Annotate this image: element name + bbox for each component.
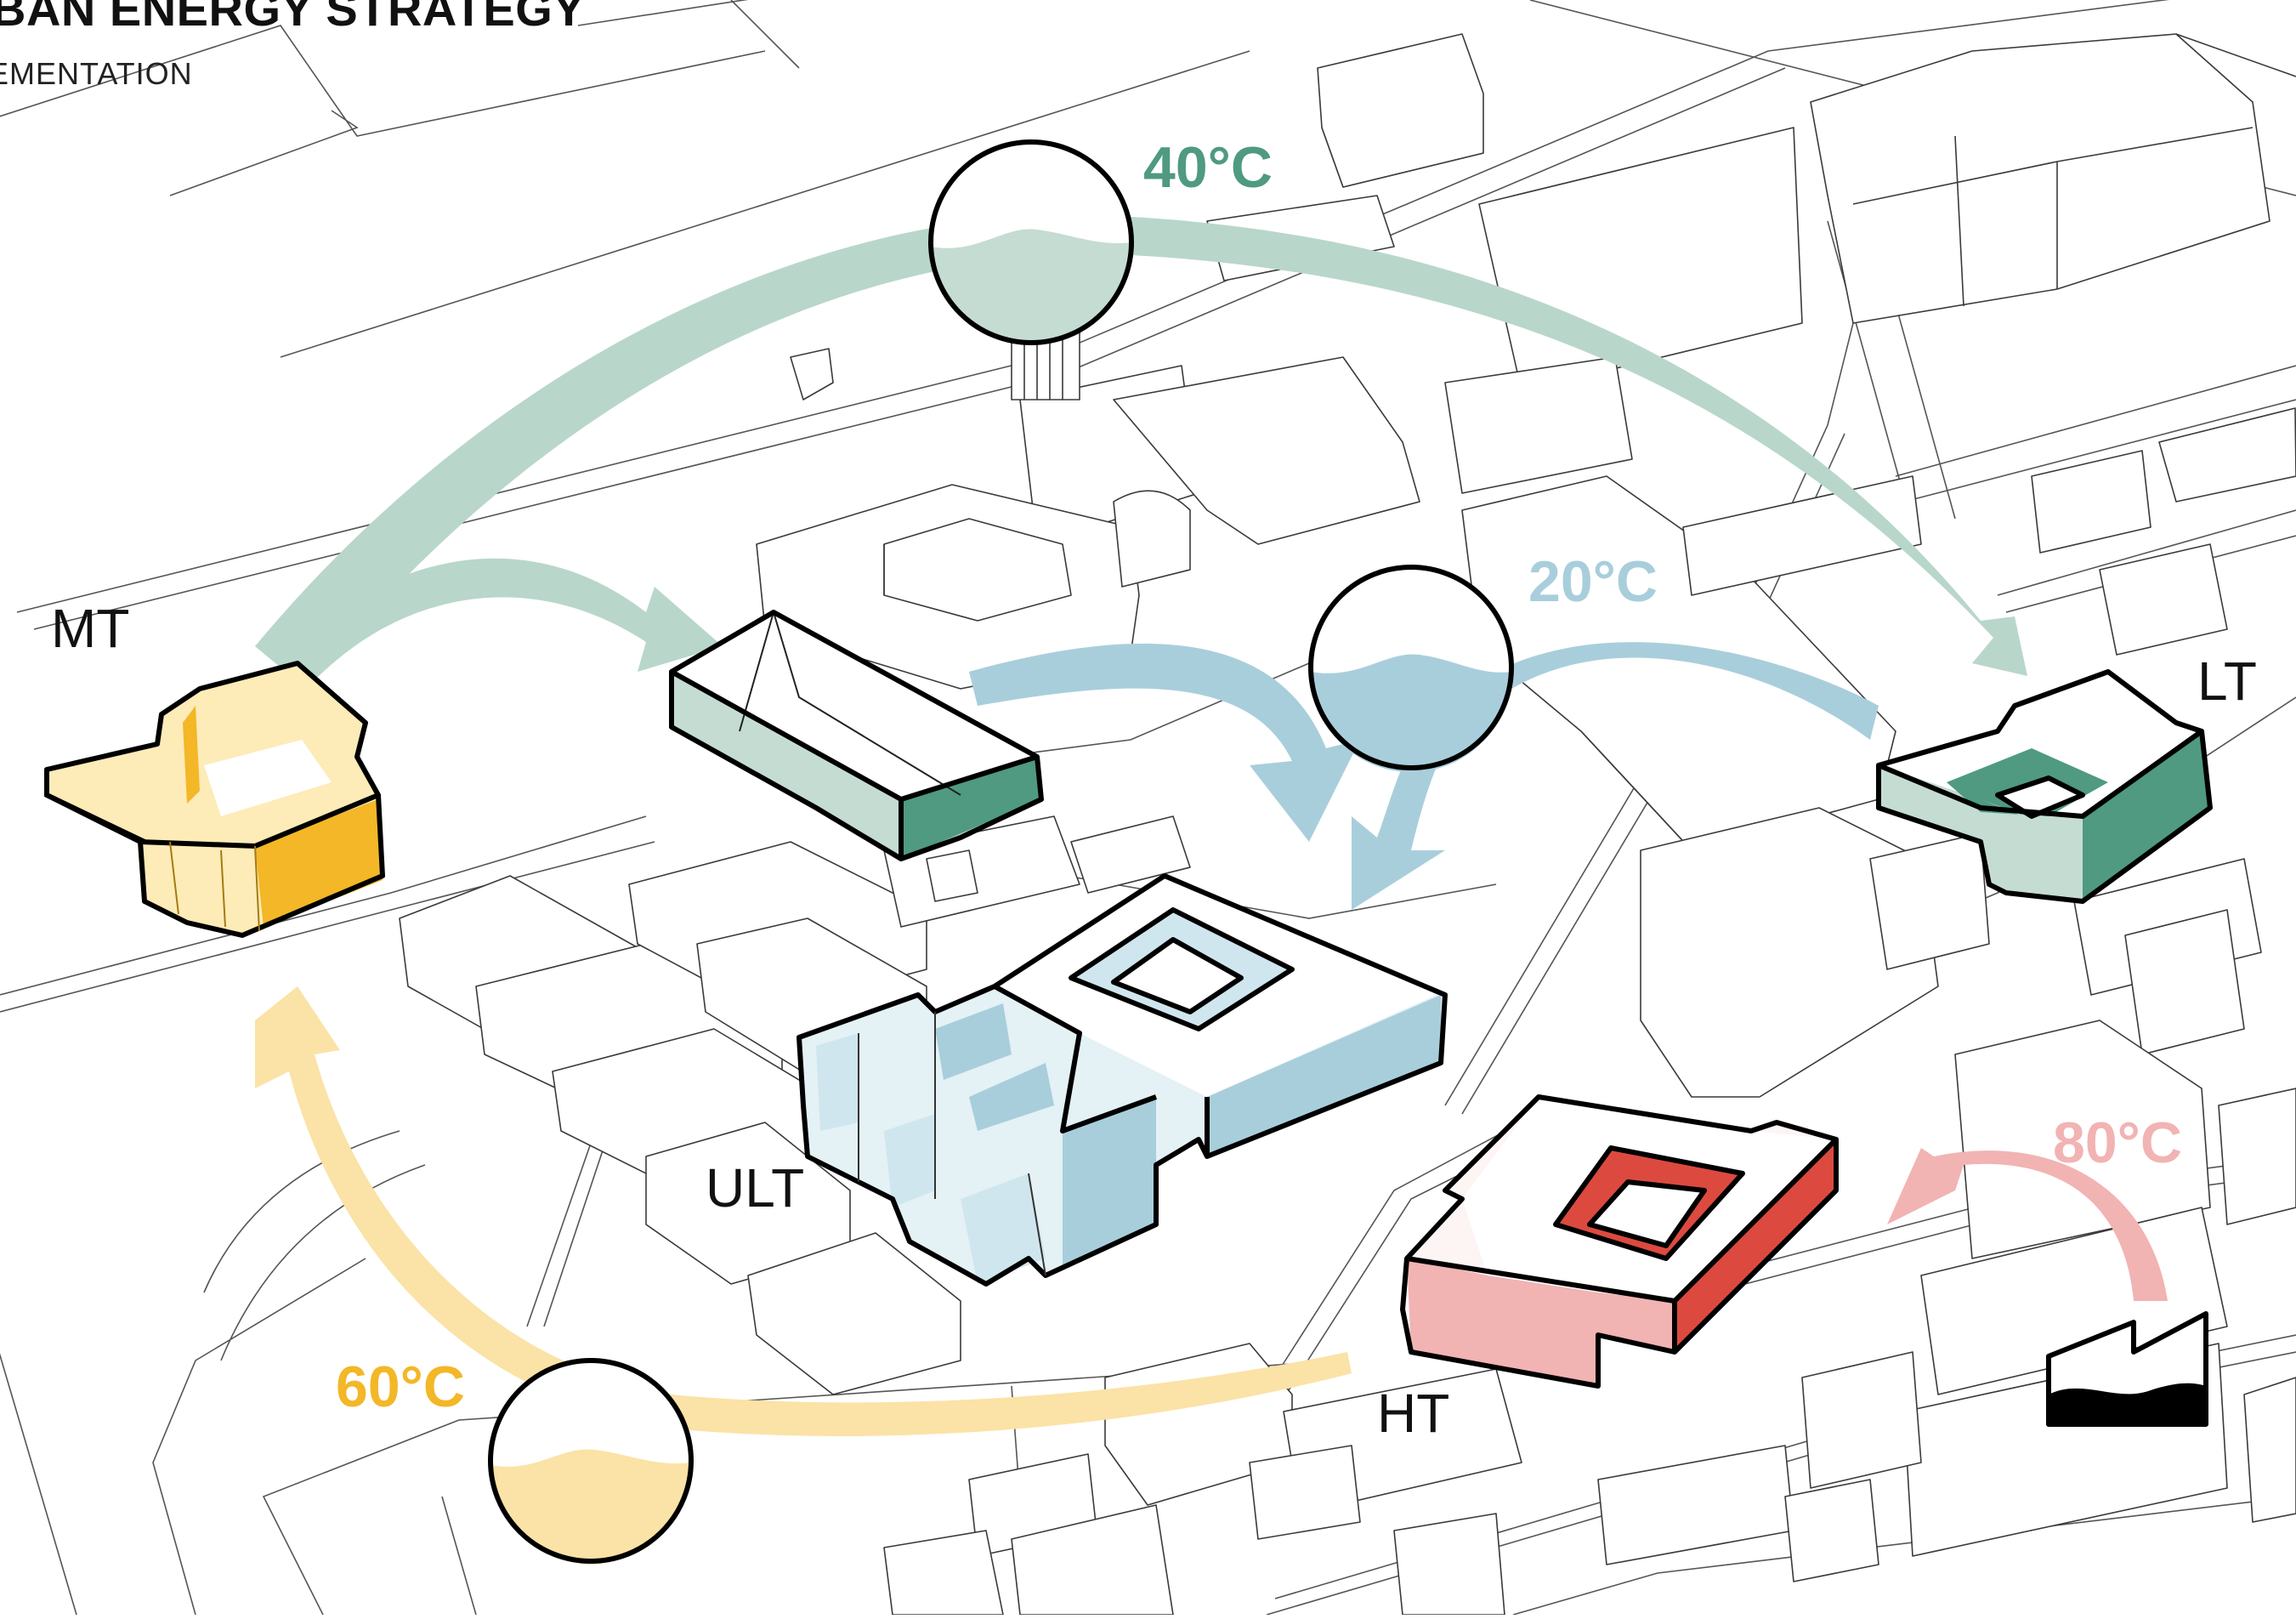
red-flow-arrows — [1887, 1148, 2168, 1301]
temperature-20c: 20°C — [1528, 549, 1658, 614]
blue-flow-arrows — [969, 642, 1879, 910]
page-title: BAN ENERGY STRATEGY — [0, 0, 586, 36]
temperature-80c: 80°C — [2053, 1111, 2182, 1175]
context-buildings — [399, 33, 2296, 1616]
tank-20c — [1308, 565, 1514, 772]
ht-building — [1400, 1094, 1839, 1389]
red-arrow — [1887, 1148, 2168, 1301]
tank-40c — [928, 139, 1134, 345]
green-building-mid — [669, 610, 1044, 861]
blue-left-arrow — [969, 643, 1360, 842]
label-lt: LT — [2197, 650, 2257, 712]
label-ht: HT — [1377, 1383, 1450, 1444]
tank-60c — [488, 1358, 694, 1565]
page-subtitle: EMENTATION — [0, 56, 193, 91]
factory-icon — [2046, 1311, 2208, 1427]
yellow-main-arrow — [255, 986, 1352, 1436]
green-main-flow — [255, 214, 2027, 689]
lt-building — [1876, 669, 2213, 904]
yellow-flow-arrows — [255, 986, 1352, 1436]
green-branch-arrow — [281, 558, 723, 680]
mt-building — [44, 661, 385, 938]
label-ult: ULT — [706, 1157, 805, 1219]
temperature-40c: 40°C — [1143, 135, 1273, 200]
temperature-60c: 60°C — [336, 1355, 465, 1419]
label-mt: MT — [51, 598, 130, 659]
green-flow-arrows — [255, 214, 2027, 689]
ult-building — [797, 873, 1448, 1287]
